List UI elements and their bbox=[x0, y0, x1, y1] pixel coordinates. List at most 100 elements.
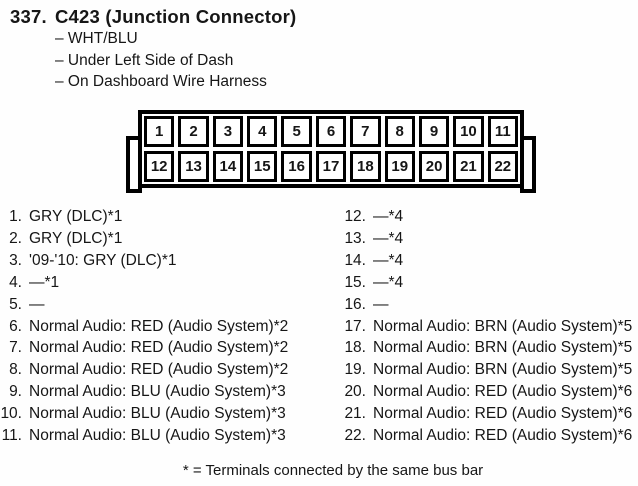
connector-pin-cell: 5 bbox=[281, 116, 312, 147]
pin-description: Normal Audio: BRN (Audio System)*5 bbox=[373, 339, 633, 357]
pin-description: Normal Audio: RED (Audio System)*6 bbox=[373, 405, 633, 423]
pin-row: 11. Normal Audio: BLU (Audio System)*3 bbox=[0, 425, 322, 447]
connector-details: – WHT/BLU – Under Left Side of Dash – On… bbox=[55, 28, 267, 93]
pin-description: Normal Audio: BRN (Audio System)*5 bbox=[373, 361, 633, 379]
pin-number: 16. bbox=[344, 295, 366, 313]
pin-description: —*1 bbox=[29, 273, 60, 291]
pin-description: — bbox=[373, 295, 389, 313]
connector-pin-cell: 16 bbox=[281, 151, 312, 182]
pin-description: GRY (DLC)*1 bbox=[29, 229, 123, 247]
pin-number: 4. bbox=[9, 273, 22, 291]
pin-description: Normal Audio: RED (Audio System)*6 bbox=[373, 383, 633, 401]
pin-number: 9. bbox=[9, 383, 22, 401]
pin-row: 6. Normal Audio: RED (Audio System)*2 bbox=[0, 316, 322, 338]
pin-description: Normal Audio: RED (Audio System)*2 bbox=[29, 317, 289, 335]
connector-pin-cell: 18 bbox=[350, 151, 381, 182]
pin-description: Normal Audio: BRN (Audio System)*5 bbox=[373, 317, 633, 335]
connector-pin-cell: 7 bbox=[350, 116, 381, 147]
pin-description: Normal Audio: BLU (Audio System)*3 bbox=[29, 427, 286, 445]
pin-number: 21. bbox=[344, 405, 366, 423]
pin-description: '09-'10: GRY (DLC)*1 bbox=[29, 251, 177, 269]
pin-number: 5. bbox=[9, 295, 22, 313]
pin-row: 21. Normal Audio: RED (Audio System)*6 bbox=[338, 403, 638, 425]
pin-description: GRY (DLC)*1 bbox=[29, 208, 123, 225]
pin-description: —*4 bbox=[373, 273, 404, 291]
pin-number: 20. bbox=[344, 383, 366, 401]
connector-pin-cell: 11 bbox=[487, 116, 518, 147]
connector-pin-cell: 22 bbox=[487, 151, 518, 182]
pin-row: 1. GRY (DLC)*1 bbox=[0, 206, 322, 228]
pin-description: — bbox=[29, 295, 45, 313]
connector-pin-cell: 15 bbox=[247, 151, 278, 182]
pin-number: 7. bbox=[9, 339, 22, 357]
pin-row: 4. —*1 bbox=[0, 272, 322, 294]
pin-number: 15. bbox=[344, 273, 366, 291]
pin-number: 8. bbox=[9, 361, 22, 379]
pin-number: 14. bbox=[344, 251, 366, 269]
connector-pin-cell: 12 bbox=[144, 151, 175, 182]
pin-number: 11. bbox=[1, 427, 22, 445]
pin-description: —*4 bbox=[373, 208, 404, 225]
connector-pin-cell: 2 bbox=[178, 116, 209, 147]
pin-description: Normal Audio: RED (Audio System)*2 bbox=[29, 339, 289, 357]
connector-pin-cell: 6 bbox=[315, 116, 347, 147]
pin-row: 12. —*4 bbox=[338, 206, 638, 228]
pin-row: 5. — bbox=[0, 294, 322, 316]
pin-row: 7. Normal Audio: RED (Audio System)*2 bbox=[0, 337, 322, 359]
pin-number: 19. bbox=[344, 361, 366, 379]
pin-number: 13. bbox=[344, 229, 366, 247]
connector-pin-cell: 21 bbox=[453, 151, 484, 182]
pin-row: 14. —*4 bbox=[338, 250, 638, 272]
pin-row: 20. Normal Audio: RED (Audio System)*6 bbox=[338, 381, 638, 403]
pin-row: 19. Normal Audio: BRN (Audio System)*5 bbox=[338, 359, 638, 381]
pin-row: 16. — bbox=[338, 294, 638, 316]
connector-pin-cell: 19 bbox=[384, 151, 415, 182]
pin-row: 9. Normal Audio: BLU (Audio System)*3 bbox=[0, 381, 322, 403]
pin-description: Normal Audio: BLU (Audio System)*3 bbox=[29, 405, 286, 423]
connector-diagram: 1 2 3 4 5 6 7 8 9 10 11 12 13 14 15 16 1… bbox=[126, 110, 536, 200]
detail-line-color: – WHT/BLU bbox=[55, 30, 138, 47]
pin-row: 17. Normal Audio: BRN (Audio System)*5 bbox=[338, 316, 638, 338]
pin-list-right-column: 12. —*4 13. —*4 14. —*4 15. —*4 16. — 17. Norm… bbox=[338, 206, 638, 447]
detail-line-location: – Under Left Side of Dash bbox=[55, 51, 234, 69]
pin-description: Normal Audio: RED (Audio System)*6 bbox=[373, 427, 633, 445]
pin-description: Normal Audio: BLU (Audio System)*3 bbox=[29, 383, 286, 401]
connector-pin-cell: 4 bbox=[247, 116, 278, 147]
pin-number: 10. bbox=[0, 405, 22, 423]
pin-number: 12. bbox=[344, 208, 366, 225]
pin-number: 6. bbox=[9, 317, 22, 335]
pin-number: 17. bbox=[344, 317, 366, 335]
pin-number: 1. bbox=[9, 208, 22, 225]
connector-pin-cell: 3 bbox=[212, 116, 244, 147]
pin-row: 13. —*4 bbox=[338, 228, 638, 250]
pin-description: —*4 bbox=[373, 229, 404, 247]
pin-row: 2. GRY (DLC)*1 bbox=[0, 228, 322, 250]
pin-number: 3. bbox=[9, 251, 22, 269]
detail-line-harness: – On Dashboard Wire Harness bbox=[55, 73, 267, 90]
connector-pin-cell: 13 bbox=[178, 151, 209, 182]
pin-number: 18. bbox=[344, 339, 366, 357]
pin-list-left-column: 1. GRY (DLC)*1 2. GRY (DLC)*1 3. '09-'10: G… bbox=[0, 206, 322, 447]
pin-row: 22. Normal Audio: RED (Audio System)*6 bbox=[338, 425, 638, 447]
pin-number: 22. bbox=[344, 427, 366, 445]
pin-row: 8. Normal Audio: RED (Audio System)*2 bbox=[0, 359, 322, 381]
pin-description: Normal Audio: RED (Audio System)*2 bbox=[29, 361, 289, 379]
connector-pin-cell: 9 bbox=[418, 116, 450, 147]
pin-row: 15. —*4 bbox=[338, 272, 638, 294]
pin-row: 18. Normal Audio: BRN (Audio System)*5 bbox=[338, 337, 638, 359]
connector-pin-cell: 17 bbox=[315, 151, 347, 182]
connector-pin-cell: 20 bbox=[418, 151, 450, 182]
connector-pin-grid: 1 2 3 4 5 6 7 8 9 10 11 12 13 14 15 16 1… bbox=[144, 116, 518, 182]
connector-pin-cell: 14 bbox=[212, 151, 244, 182]
page-title: C423 (Junction Connector) bbox=[55, 6, 297, 27]
pin-row: 10. Normal Audio: BLU (Audio System)*3 bbox=[0, 403, 322, 425]
pin-description: —*4 bbox=[373, 251, 404, 269]
pin-row: 3. '09-'10: GRY (DLC)*1 bbox=[0, 250, 322, 272]
connector-pin-cell: 10 bbox=[453, 116, 484, 147]
pin-number: 2. bbox=[9, 229, 22, 247]
bus-bar-footnote: * = Terminals connected by the same bus … bbox=[182, 462, 484, 479]
page-header: 337. C423 (Junction Connector) bbox=[10, 6, 296, 28]
connector-pin-cell: 8 bbox=[384, 116, 415, 147]
item-number: 337. bbox=[10, 6, 47, 27]
connector-body: 1 2 3 4 5 6 7 8 9 10 11 12 13 14 15 16 1… bbox=[138, 110, 524, 188]
